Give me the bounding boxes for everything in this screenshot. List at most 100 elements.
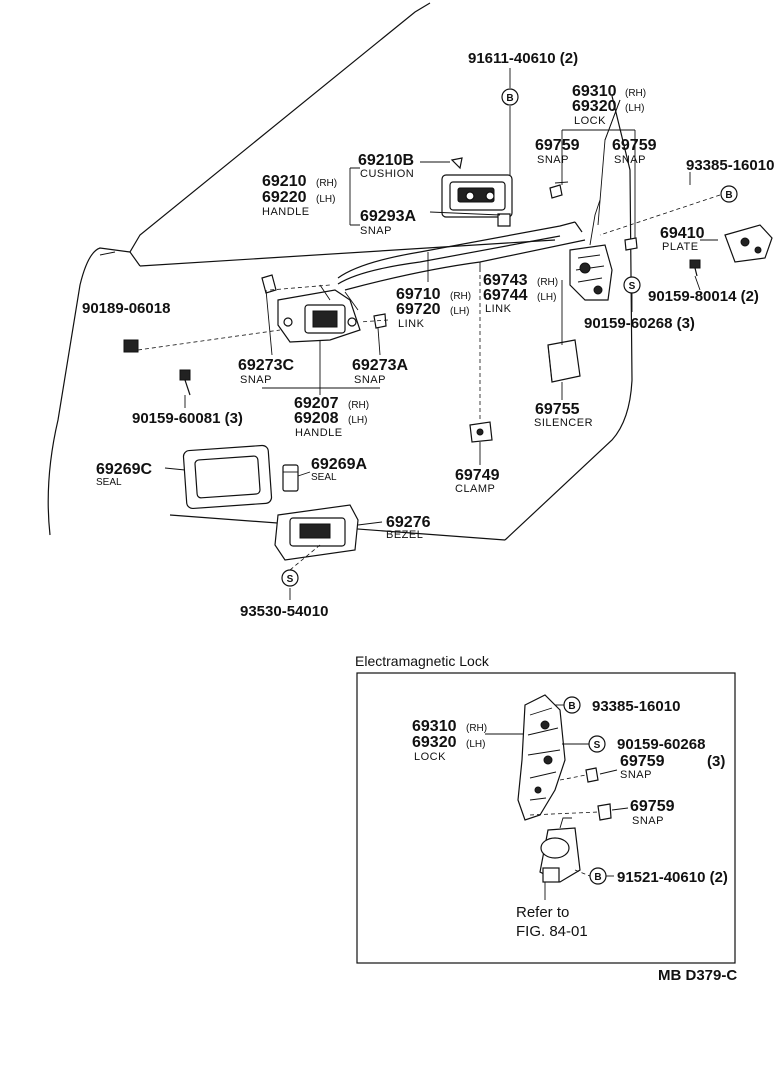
label-69755: 69755 <box>535 401 580 418</box>
svg-text:LOCK: LOCK <box>414 751 446 763</box>
label-69410: 69410 <box>660 225 705 242</box>
label-69207: 69207 <box>294 395 339 412</box>
svg-text:S: S <box>287 574 294 585</box>
svg-text:(RH): (RH) <box>348 400 369 411</box>
inset-marker-s-90159: S <box>588 735 606 753</box>
inset-door-lock <box>517 694 566 821</box>
plate-69410 <box>724 224 773 263</box>
svg-text:SNAP: SNAP <box>360 225 392 237</box>
inner-handle-69210 <box>441 157 513 227</box>
label-69210B: 69210B <box>358 152 414 169</box>
label-69269A: 69269A <box>311 456 367 473</box>
svg-text:LINK: LINK <box>485 303 512 315</box>
label-69759-b: 69759 <box>612 137 657 154</box>
silencer-69755 <box>547 339 581 383</box>
labels-upper: 91611-40610 (2) 69310 (RH) 69320 (LH) LO… <box>82 50 774 620</box>
label-69720: 69720 <box>396 301 441 318</box>
svg-text:SNAP: SNAP <box>632 815 664 827</box>
label-69310: 69310 <box>572 83 617 100</box>
inset-electromagnetic-lock: Electramagnetic Lock <box>355 653 736 964</box>
svg-text:B: B <box>568 701 575 712</box>
screw-90159-80014 <box>689 259 701 277</box>
label-69269C: 69269C <box>96 461 152 478</box>
svg-text:SNAP: SNAP <box>620 769 652 781</box>
svg-text:(LH): (LH) <box>466 739 485 750</box>
screw-90159-60081 <box>179 369 191 396</box>
svg-text:B: B <box>506 93 513 104</box>
inset-label-90159: 90159-60268 <box>617 736 705 753</box>
label-69293A: 69293A <box>360 208 416 225</box>
marker-s-93530: S <box>281 569 299 587</box>
svg-text:(3): (3) <box>707 753 725 770</box>
inset-label-69310: 69310 <box>412 718 457 735</box>
door-lock-69310 <box>569 99 621 301</box>
svg-text:(LH): (LH) <box>450 306 469 317</box>
label-69744: 69744 <box>483 287 528 304</box>
svg-text:LINK: LINK <box>398 318 425 330</box>
outer-handle-69207 <box>277 284 361 343</box>
svg-text:(RH): (RH) <box>450 291 471 302</box>
inset-label-93385: 93385-16010 <box>592 698 680 715</box>
svg-text:(RH): (RH) <box>537 277 558 288</box>
svg-text:CUSHION: CUSHION <box>360 168 414 180</box>
inset-label-69320: 69320 <box>412 734 457 751</box>
snap-69759-upper <box>549 184 638 251</box>
inset-marker-b-93385: B <box>563 696 581 714</box>
svg-text:HANDLE: HANDLE <box>295 427 343 439</box>
inset-label-69759-b: 69759 <box>630 798 675 815</box>
label-69210: 69210 <box>262 173 307 190</box>
svg-text:SNAP: SNAP <box>354 374 386 386</box>
marker-b-93385: B <box>720 185 738 203</box>
svg-text:CLAMP: CLAMP <box>455 483 495 495</box>
label-90159-60268: 90159-60268 (3) <box>584 315 695 332</box>
inset-label-69759-a: 69759 <box>620 753 665 770</box>
figure-code: MB D379-C <box>658 967 737 984</box>
inset-marker-b-91521: B <box>589 867 607 885</box>
marker-s-90159-60268: S <box>623 276 641 294</box>
snap-69273A <box>373 313 387 329</box>
svg-text:(RH): (RH) <box>466 723 487 734</box>
label-69276: 69276 <box>386 514 431 531</box>
svg-text:(RH): (RH) <box>625 88 646 99</box>
svg-text:BEZEL: BEZEL <box>386 529 423 541</box>
seal-69269C <box>182 444 273 510</box>
inset-leader-lines <box>485 704 629 900</box>
inset-label-91521: 91521-40610 (2) <box>617 869 728 886</box>
inset-snap-a <box>585 767 599 783</box>
svg-text:(LH): (LH) <box>537 292 556 303</box>
label-69220: 69220 <box>262 189 307 206</box>
svg-text:PLATE: PLATE <box>662 241 699 253</box>
seal-69269A <box>282 464 299 492</box>
svg-text:(LH): (LH) <box>348 415 367 426</box>
svg-text:SNAP: SNAP <box>537 154 569 166</box>
bezel-69276 <box>274 504 359 561</box>
svg-text:S: S <box>629 281 636 292</box>
inset-refer-line1: Refer to <box>516 904 569 921</box>
label-93530: 93530-54010 <box>240 603 328 620</box>
clip-90189-06018 <box>123 339 139 353</box>
label-90159-80014: 90159-80014 (2) <box>648 288 759 305</box>
svg-text:B: B <box>725 190 732 201</box>
inset-actuator-motor <box>539 817 581 883</box>
inset-snap-b <box>597 803 612 821</box>
label-69710: 69710 <box>396 286 441 303</box>
svg-text:S: S <box>594 740 601 751</box>
svg-text:SEAL: SEAL <box>96 477 122 488</box>
label-90189: 90189-06018 <box>82 300 170 317</box>
label-69273A: 69273A <box>352 357 408 374</box>
svg-text:SEAL: SEAL <box>311 472 337 483</box>
svg-text:LOCK: LOCK <box>574 115 606 127</box>
label-93385: 93385-16010 <box>686 157 774 174</box>
svg-text:HANDLE: HANDLE <box>262 206 310 218</box>
label-69320: 69320 <box>572 98 617 115</box>
svg-text:SNAP: SNAP <box>240 374 272 386</box>
label-69273C: 69273C <box>238 357 294 374</box>
inset-refer-line2: FIG. 84-01 <box>516 923 588 940</box>
label-91611: 91611-40610 (2) <box>468 50 578 67</box>
svg-text:(RH): (RH) <box>316 178 337 189</box>
svg-text:(LH): (LH) <box>316 194 335 205</box>
label-69759-a: 69759 <box>535 137 580 154</box>
leader-lines-upper <box>137 68 721 600</box>
label-69743: 69743 <box>483 272 528 289</box>
